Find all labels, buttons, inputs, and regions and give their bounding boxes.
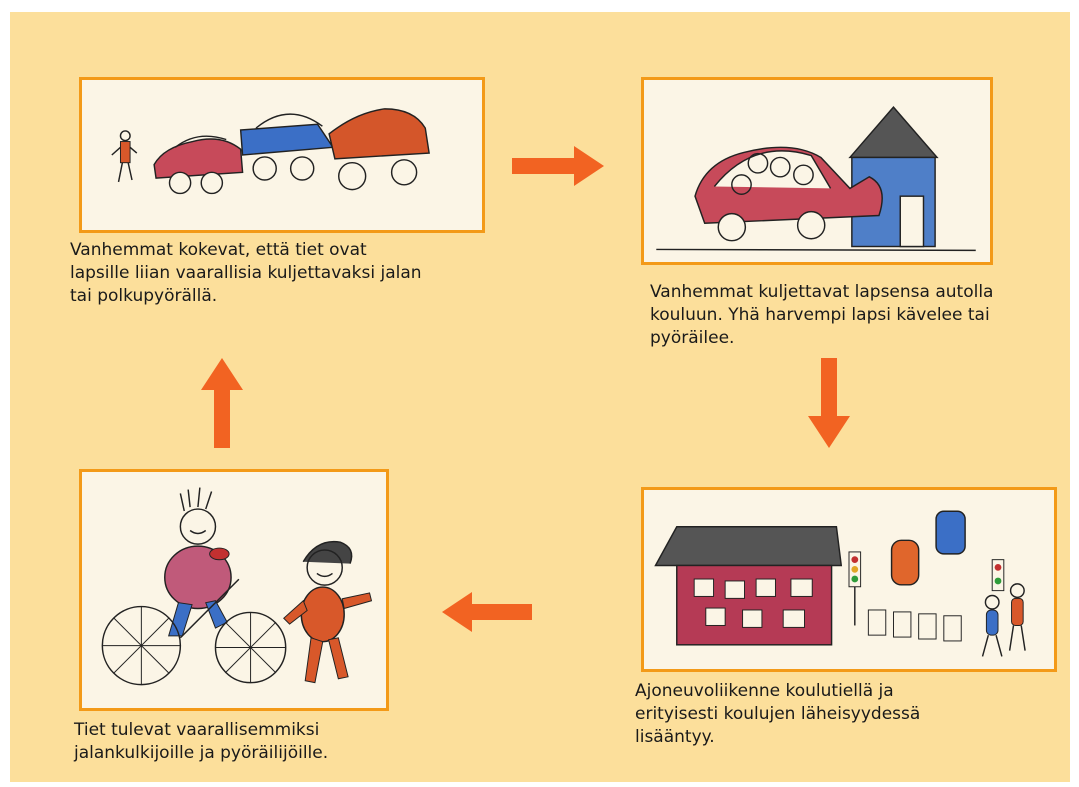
step-4-caption: Tiet tulevat vaarallisemmiksi jalankulki…	[74, 720, 329, 763]
arrow-left-icon	[442, 592, 532, 632]
drawing-school-traffic	[641, 487, 1057, 672]
cycle-diagram: Vanhemmat kokevat, että tiet ovat lapsil…	[10, 12, 1070, 782]
step-3-caption: Ajoneuvoliikenne koulutiellä ja erityise…	[635, 681, 921, 747]
drawing-cyclist-and-pedestrian	[79, 469, 389, 711]
step-2-caption: Vanhemmat kuljettavat lapsensa autolla k…	[650, 282, 994, 348]
step-1-caption: Vanhemmat kokevat, että tiet ovat lapsil…	[70, 240, 422, 306]
arrow-up-icon	[201, 358, 243, 448]
drawing-car-to-school	[641, 77, 993, 265]
arrow-right-icon	[512, 146, 604, 186]
arrow-down-icon	[808, 358, 850, 448]
drawing-cars-and-pedestrian	[79, 77, 485, 233]
